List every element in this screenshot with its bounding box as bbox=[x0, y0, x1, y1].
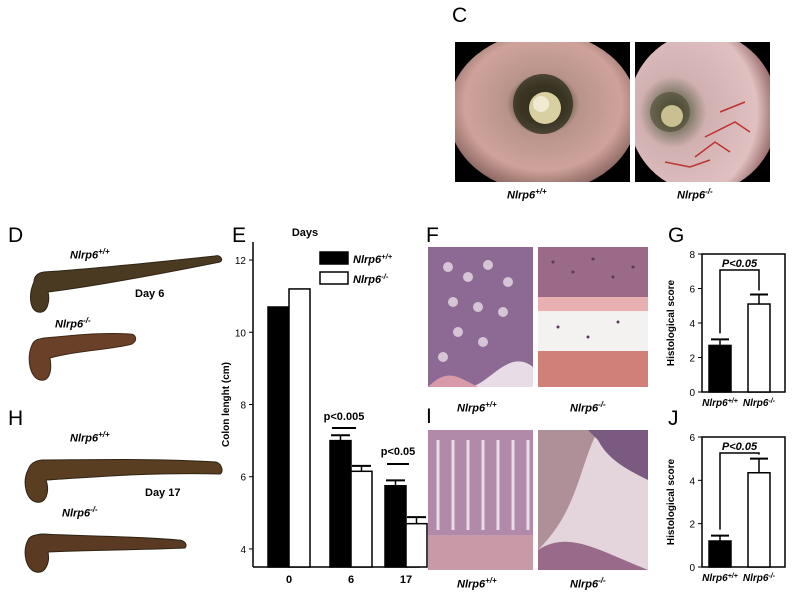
significance-label: P<0.05 bbox=[722, 258, 758, 270]
y-tick-label: 4 bbox=[689, 476, 695, 487]
legend-label: Nlrp6-/- bbox=[353, 272, 389, 287]
y-tick-label: 6 bbox=[689, 285, 695, 296]
bar bbox=[384, 485, 407, 568]
histology-label-f-ko: Nlrp6-/- bbox=[570, 400, 606, 415]
significance-label: P<0.05 bbox=[722, 441, 758, 453]
significance-bracket bbox=[719, 269, 760, 334]
y-tick-label: 12 bbox=[235, 256, 247, 267]
legend-swatch bbox=[319, 271, 349, 285]
x-tick-label: 17 bbox=[400, 574, 412, 586]
x-tick-label: 6 bbox=[348, 574, 354, 586]
chart-title: Days bbox=[292, 227, 318, 239]
y-tick-label: 6 bbox=[689, 433, 695, 444]
y-tick-label: 0 bbox=[689, 388, 695, 399]
y-tick-label: 8 bbox=[689, 250, 695, 261]
bar bbox=[747, 472, 771, 568]
panel-letter-h: H bbox=[8, 407, 24, 430]
y-axis-label: Histological score bbox=[666, 458, 677, 545]
panel-letter-c: C bbox=[452, 4, 468, 27]
bar bbox=[747, 303, 771, 393]
legend-label: Nlrp6+/+ bbox=[353, 252, 393, 267]
bar bbox=[708, 344, 732, 393]
y-axis-label: Colon lenght (cm) bbox=[221, 362, 232, 447]
endoscopy-label-ko: Nlrp6-/- bbox=[677, 187, 713, 202]
bar bbox=[288, 288, 311, 568]
x-tick-label: 0 bbox=[286, 574, 292, 586]
panel-letter-i: I bbox=[426, 405, 432, 428]
x-tick-label: Nlrp6+/+ bbox=[702, 573, 738, 585]
legend-swatch bbox=[319, 251, 349, 265]
panel-letter-g: G bbox=[668, 224, 685, 247]
endoscopy-image-ko bbox=[628, 32, 778, 192]
histology-label-i-wt: Nlrp6+/+ bbox=[457, 576, 497, 591]
y-tick-label: 10 bbox=[235, 328, 247, 339]
y-tick-label: 2 bbox=[689, 520, 695, 531]
bar bbox=[267, 306, 290, 568]
bar bbox=[708, 540, 732, 568]
x-tick-label: Nlrp6+/+ bbox=[702, 398, 738, 410]
y-tick-label: 0 bbox=[689, 563, 695, 574]
day-label-6: Day 6 bbox=[135, 288, 165, 300]
histology-label-f-wt: Nlrp6+/+ bbox=[457, 400, 497, 415]
colon-label-ko-day6: Nlrp6-/- bbox=[55, 316, 91, 331]
y-tick-label: 8 bbox=[240, 401, 246, 412]
histology-image-f-wt bbox=[428, 247, 533, 387]
colon-image-day6 bbox=[28, 255, 223, 381]
bar bbox=[405, 522, 428, 568]
plot-frame bbox=[701, 436, 786, 568]
y-tick-label: 4 bbox=[689, 319, 695, 330]
endoscopy-label-wt: Nlrp6+/+ bbox=[507, 187, 547, 202]
endoscopy-image-wt bbox=[448, 32, 638, 192]
significance-label: p<0.05 bbox=[381, 446, 416, 458]
panel-letter-j: J bbox=[668, 407, 679, 430]
bar bbox=[350, 470, 373, 568]
colon-image-day17 bbox=[24, 459, 223, 573]
histology-image-f-ko bbox=[538, 247, 648, 387]
histology-label-i-ko: Nlrp6-/- bbox=[570, 576, 606, 591]
bar bbox=[329, 439, 352, 568]
significance-bracket bbox=[719, 452, 760, 530]
y-tick-label: 4 bbox=[240, 545, 246, 556]
colon-label-wt-day17: Nlrp6+/+ bbox=[70, 430, 110, 445]
y-tick-label: 6 bbox=[240, 473, 246, 484]
panel-letter-e: E bbox=[232, 224, 247, 247]
y-tick-label: 2 bbox=[689, 354, 695, 365]
panel-letter-d: D bbox=[8, 224, 24, 247]
x-tick-label: Nlrp6-/- bbox=[743, 398, 776, 410]
panel-letter-f: F bbox=[426, 224, 439, 247]
colon-label-ko-day17: Nlrp6-/- bbox=[62, 505, 98, 520]
histology-image-i-ko bbox=[538, 430, 648, 570]
x-tick-label: Nlrp6-/- bbox=[743, 573, 776, 585]
colon-label-wt-day6: Nlrp6+/+ bbox=[70, 247, 110, 262]
day-label-17: Day 17 bbox=[145, 487, 181, 499]
histology-image-i-wt bbox=[428, 430, 533, 570]
y-axis-label: Histological score bbox=[666, 279, 677, 366]
significance-label: p<0.005 bbox=[324, 411, 365, 423]
